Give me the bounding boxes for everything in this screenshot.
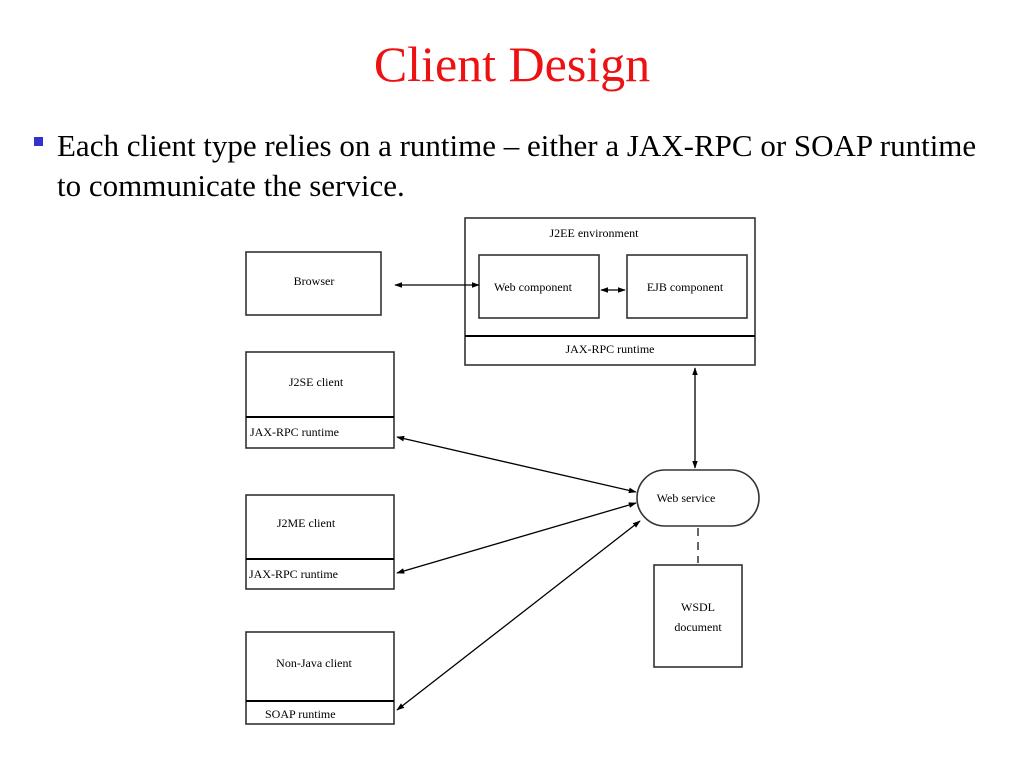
browser-box: Browser bbox=[245, 251, 382, 316]
web-component-label: Web component bbox=[494, 280, 573, 294]
j2me-client-label: J2ME client bbox=[277, 516, 336, 530]
j2me-client-box: J2ME client JAX-RPC runtime bbox=[245, 494, 395, 590]
j2se-runtime-label: JAX-RPC runtime bbox=[250, 425, 339, 439]
bullet-text: Each client type relies on a runtime – e… bbox=[57, 128, 977, 203]
j2me-runtime-label: JAX-RPC runtime bbox=[249, 567, 338, 581]
j2me-web-service-arrow bbox=[396, 502, 637, 574]
ejb-component-label: EJB component bbox=[647, 280, 724, 294]
j2ee-runtime-label: JAX-RPC runtime bbox=[565, 342, 654, 356]
square-bullet-icon bbox=[34, 137, 43, 146]
j2se-web-service-arrow bbox=[396, 435, 637, 494]
wsdl-document-label: document bbox=[674, 620, 722, 634]
browser-label: Browser bbox=[294, 274, 335, 288]
nonjava-client-label: Non-Java client bbox=[276, 656, 352, 670]
web-service-node: Web service bbox=[636, 469, 760, 527]
nonjava-client-box: Non-Java client SOAP runtime bbox=[245, 631, 395, 725]
ejb-component-box: EJB component bbox=[626, 254, 748, 319]
j2ee-environment-label: J2EE environment bbox=[550, 226, 640, 240]
web-service-label: Web service bbox=[657, 491, 716, 505]
j2se-client-box: J2SE client JAX-RPC runtime bbox=[245, 351, 395, 449]
slide-title: Client Design bbox=[373, 36, 651, 92]
wsdl-document-box: WSDL document bbox=[653, 564, 743, 668]
nonjava-web-service-arrow bbox=[396, 520, 641, 711]
j2se-client-label: J2SE client bbox=[289, 375, 344, 389]
wsdl-label: WSDL bbox=[681, 600, 715, 614]
web-component-box: Web component bbox=[478, 254, 600, 319]
soap-runtime-label: SOAP runtime bbox=[265, 707, 336, 721]
